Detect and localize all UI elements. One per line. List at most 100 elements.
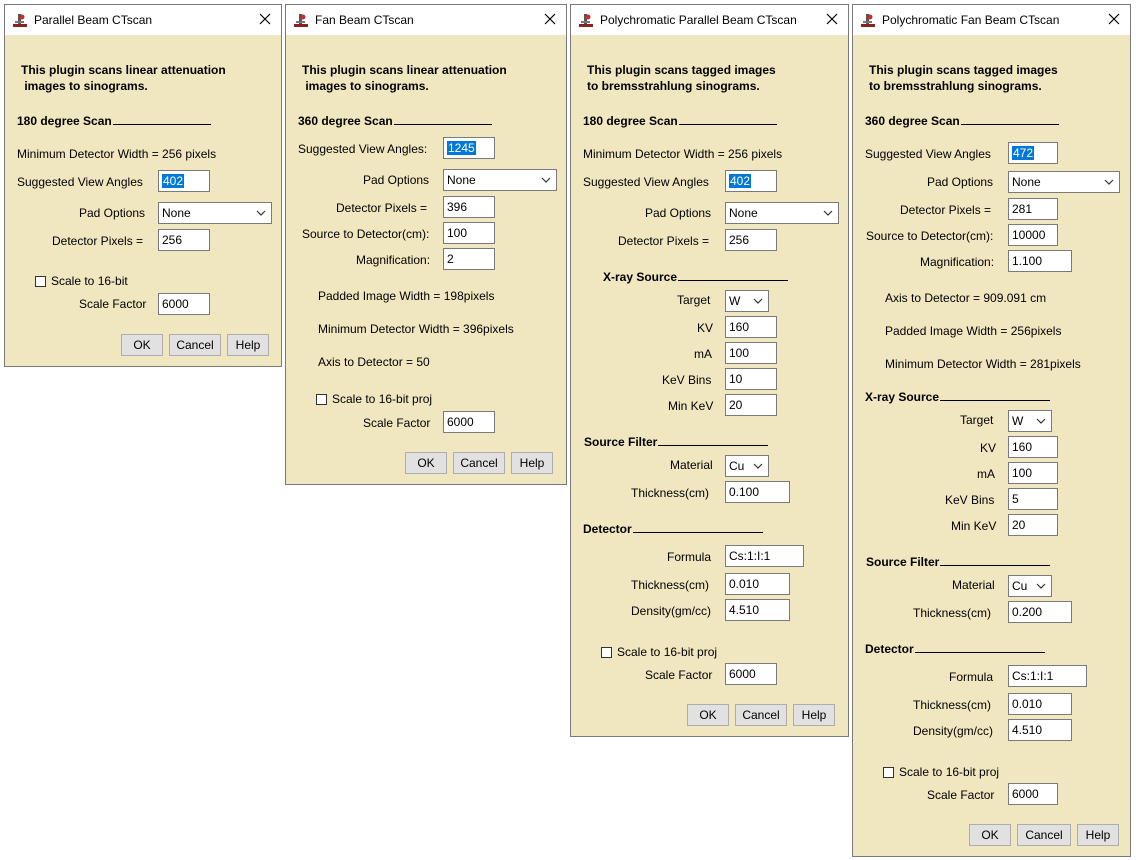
- window-title: Fan Beam CTscan: [315, 13, 414, 27]
- title-bar[interactable]: Parallel Beam CTscan: [5, 5, 281, 35]
- view-angles-label: Suggested View Angles: [583, 175, 709, 189]
- filter-thickness-input[interactable]: 0.100: [725, 481, 790, 503]
- detector-pixels-input[interactable]: 281: [1008, 198, 1058, 220]
- scale-factor-input[interactable]: 6000: [725, 663, 777, 685]
- cancel-button[interactable]: Cancel: [453, 452, 505, 474]
- pad-options-select[interactable]: None: [443, 169, 557, 191]
- magnification-label: Magnification:: [920, 255, 995, 269]
- help-button[interactable]: Help: [1077, 824, 1119, 846]
- detector-thickness-input[interactable]: 0.010: [1008, 693, 1072, 715]
- ma-input[interactable]: 100: [1008, 462, 1058, 484]
- scan-header: 180 degree Scan: [17, 114, 211, 128]
- help-button[interactable]: Help: [511, 452, 553, 474]
- density-label: Density(gm/cc): [631, 604, 712, 618]
- title-bar[interactable]: Fan Beam CTscan: [286, 5, 566, 35]
- target-select[interactable]: W: [1008, 410, 1052, 432]
- filter-thickness-input[interactable]: 0.200: [1008, 601, 1072, 623]
- scale-factor-input[interactable]: 6000: [1008, 783, 1058, 805]
- checkbox-box[interactable]: [883, 766, 894, 778]
- material-select[interactable]: Cu: [725, 455, 769, 477]
- scale-factor-input[interactable]: 6000: [158, 293, 210, 315]
- window-title: Parallel Beam CTscan: [34, 13, 153, 27]
- scale-factor-input[interactable]: 6000: [443, 411, 495, 433]
- close-icon[interactable]: [540, 9, 560, 29]
- view-angles-input[interactable]: 402: [158, 170, 210, 192]
- checkbox-box[interactable]: [35, 275, 46, 287]
- view-angles-label: Suggested View Angles: [17, 175, 143, 189]
- scale-16bit-checkbox[interactable]: Scale to 16-bit proj: [883, 765, 999, 779]
- chevron-down-icon: [1104, 179, 1114, 185]
- view-angles-input[interactable]: 402: [725, 170, 777, 192]
- scale-16bit-checkbox[interactable]: Scale to 16-bit proj: [601, 645, 717, 659]
- ok-button[interactable]: OK: [969, 824, 1011, 846]
- detector-pixels-input[interactable]: 256: [725, 229, 777, 251]
- window-title: Polychromatic Parallel Beam CTscan: [600, 13, 797, 27]
- detector-header: Detector: [583, 522, 763, 536]
- density-label: Density(gm/cc): [913, 724, 994, 738]
- title-bar[interactable]: Polychromatic Fan Beam CTscan: [853, 5, 1130, 35]
- formula-input[interactable]: Cs:1:I:1: [1008, 665, 1087, 687]
- title-bar[interactable]: Polychromatic Parallel Beam CTscan: [571, 5, 848, 35]
- pad-options-select[interactable]: None: [158, 202, 272, 224]
- detector-pixels-input[interactable]: 256: [158, 229, 210, 251]
- source-detector-input[interactable]: 10000: [1008, 224, 1058, 246]
- cancel-button[interactable]: Cancel: [169, 334, 221, 356]
- detector-thickness-input[interactable]: 0.010: [725, 573, 790, 595]
- magnification-label: Magnification:: [356, 253, 431, 267]
- density-input[interactable]: 4.510: [1008, 719, 1072, 741]
- min-kev-input[interactable]: 20: [1008, 514, 1058, 536]
- kev-bins-label: KeV Bins: [662, 373, 712, 387]
- detector-pixels-input[interactable]: 396: [443, 196, 495, 218]
- kv-input[interactable]: 160: [725, 316, 777, 338]
- view-angles-label: Suggested View Angles: [865, 147, 991, 161]
- scale-16bit-checkbox[interactable]: Scale to 16-bit proj: [316, 392, 432, 406]
- ok-button[interactable]: OK: [405, 452, 447, 474]
- help-button[interactable]: Help: [793, 704, 835, 726]
- min-kev-input[interactable]: 20: [725, 394, 777, 416]
- pad-options-label: Pad Options: [363, 173, 430, 187]
- pad-options-select[interactable]: None: [725, 202, 839, 224]
- cancel-button[interactable]: Cancel: [1017, 824, 1071, 846]
- scale-factor-label: Scale Factor: [927, 788, 995, 802]
- view-angles-input[interactable]: 1245: [443, 137, 495, 159]
- checkbox-box[interactable]: [316, 393, 327, 405]
- fan-beam-dialog: Fan Beam CTscan This plugin scans linear…: [285, 4, 567, 485]
- close-icon[interactable]: [1104, 9, 1124, 29]
- magnification-input[interactable]: 2: [443, 248, 495, 270]
- close-icon[interactable]: [822, 9, 842, 29]
- kev-bins-label: KeV Bins: [945, 493, 995, 507]
- material-label: Material: [670, 458, 713, 472]
- density-input[interactable]: 4.510: [725, 599, 790, 621]
- kev-bins-input[interactable]: 10: [725, 368, 777, 390]
- xray-source-header: X-ray Source: [865, 390, 1051, 404]
- cancel-button[interactable]: Cancel: [735, 704, 787, 726]
- detector-thickness-label: Thickness(cm): [631, 578, 710, 592]
- view-angles-input[interactable]: 472: [1008, 142, 1058, 164]
- source-detector-label: Source to Detector(cm):: [866, 229, 994, 243]
- scan-header: 180 degree Scan: [583, 114, 777, 128]
- chevron-down-icon: [823, 210, 833, 216]
- material-select[interactable]: Cu: [1008, 575, 1052, 597]
- kev-bins-input[interactable]: 5: [1008, 488, 1058, 510]
- formula-input[interactable]: Cs:1:I:1: [725, 545, 804, 567]
- xray-source-header: X-ray Source: [603, 270, 789, 284]
- scan-header: 360 degree Scan: [298, 114, 492, 128]
- source-detector-input[interactable]: 100: [443, 222, 495, 244]
- pad-options-select[interactable]: None: [1008, 171, 1120, 193]
- pad-options-label: Pad Options: [645, 206, 712, 220]
- kv-input[interactable]: 160: [1008, 436, 1058, 458]
- scale-16bit-checkbox[interactable]: Scale to 16-bit: [35, 274, 128, 288]
- close-icon[interactable]: [255, 9, 275, 29]
- ok-button[interactable]: OK: [687, 704, 729, 726]
- checkbox-box[interactable]: [601, 646, 612, 658]
- min-detector-width-text: Minimum Detector Width = 256 pixels: [17, 147, 217, 161]
- scale-factor-label: Scale Factor: [363, 416, 431, 430]
- ok-button[interactable]: OK: [121, 334, 163, 356]
- help-button[interactable]: Help: [227, 334, 269, 356]
- target-select[interactable]: W: [725, 290, 769, 312]
- parallel-beam-dialog: Parallel Beam CTscan This plugin scans l…: [4, 4, 282, 367]
- app-icon: [13, 14, 27, 27]
- magnification-input[interactable]: 1.100: [1008, 250, 1072, 272]
- ma-input[interactable]: 100: [725, 342, 777, 364]
- kv-label: KV: [980, 441, 997, 455]
